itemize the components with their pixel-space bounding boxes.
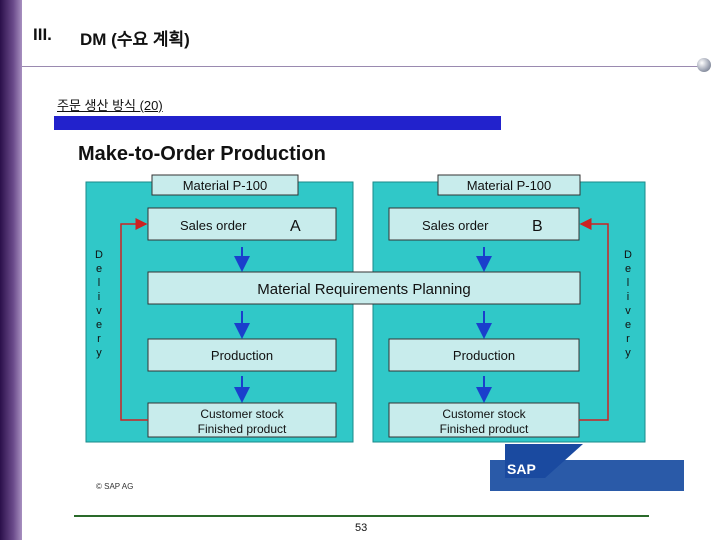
delivery-letter: e xyxy=(96,319,102,331)
delivery-letter: v xyxy=(625,305,631,317)
right-material-header xyxy=(437,174,581,196)
delivery-letter: v xyxy=(96,305,102,317)
section-title: DM (수요 계획) xyxy=(80,30,190,49)
diagram-title: Make-to-Order Production xyxy=(78,143,326,165)
delivery-letter: e xyxy=(625,319,631,331)
title-rule xyxy=(22,66,704,67)
left-order-letter: A xyxy=(290,218,301,235)
delivery-letter: l xyxy=(627,277,629,289)
left-production-box xyxy=(147,338,337,372)
section-number: III. xyxy=(33,25,52,44)
right-production-label: Production xyxy=(453,348,515,363)
footer-rule xyxy=(74,515,649,517)
left-delivery-loop xyxy=(120,218,148,421)
slide-sidebar xyxy=(0,0,22,540)
delivery-letter: e xyxy=(96,263,102,275)
rule-end-dot xyxy=(697,58,711,72)
mrp-box xyxy=(147,271,581,305)
left-sales-order-label: Sales order xyxy=(180,218,247,233)
right-production-box xyxy=(388,338,580,372)
right-sales-order-label: Sales order xyxy=(422,218,489,233)
mrp-label: Material Requirements Planning xyxy=(257,281,470,298)
left-stock-line2: Finished product xyxy=(198,422,287,436)
delivery-letter: y xyxy=(96,347,102,359)
delivery-letter: D xyxy=(95,249,103,261)
left-stock-line1: Customer stock xyxy=(200,407,284,421)
sap-bar-end xyxy=(664,460,684,491)
left-material-label: Material P-100 xyxy=(183,178,268,193)
left-material-header xyxy=(151,174,299,196)
delivery-letter: D xyxy=(624,249,632,261)
title-box xyxy=(22,0,62,66)
left-sales-order-box xyxy=(147,207,337,241)
delivery-letter: e xyxy=(625,263,631,275)
left-stock-box xyxy=(147,402,337,438)
sap-logo-shape xyxy=(505,444,583,478)
right-material-label: Material P-100 xyxy=(467,178,552,193)
subtitle-bar xyxy=(54,116,501,130)
right-delivery-loop xyxy=(579,218,609,421)
delivery-letter: l xyxy=(98,277,100,289)
delivery-letter: i xyxy=(627,291,629,303)
right-stock-line2: Finished product xyxy=(440,422,529,436)
right-order-letter: B xyxy=(532,218,543,235)
copyright-text: © SAP AG xyxy=(96,482,134,491)
right-stock-line1: Customer stock xyxy=(442,407,526,421)
left-production-label: Production xyxy=(211,348,273,363)
right-sales-order-box xyxy=(388,207,580,241)
sap-logo-text: SAP xyxy=(507,461,536,477)
delivery-letter: i xyxy=(98,291,100,303)
delivery-letter: y xyxy=(625,347,631,359)
delivery-letter: r xyxy=(97,333,101,345)
right-stock-box xyxy=(388,402,580,438)
delivery-letter: r xyxy=(626,333,630,345)
page-number: 53 xyxy=(355,522,368,534)
slide-subtitle: 주문 생산 방식 (20) xyxy=(57,98,163,113)
